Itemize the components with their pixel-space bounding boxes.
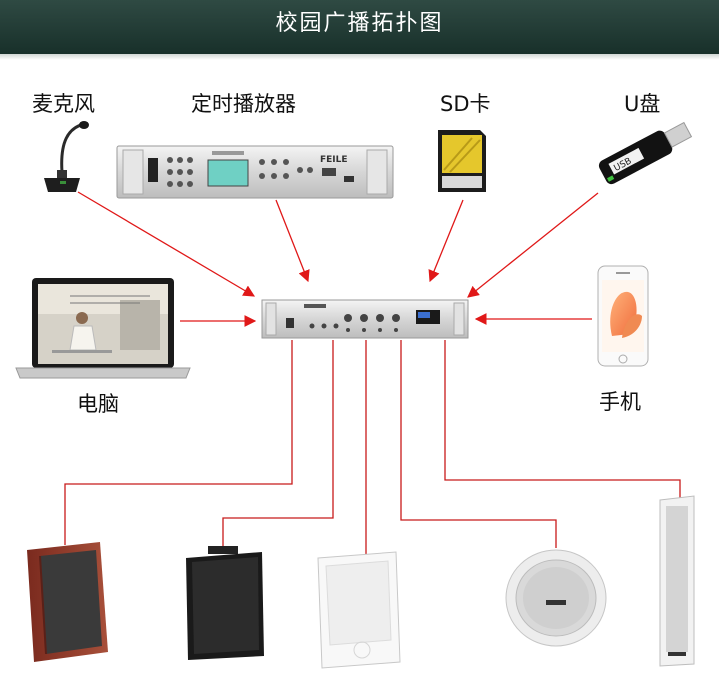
usb-drive-icon: USB [598, 121, 693, 185]
label-phone: 手机 [599, 390, 641, 414]
white-wall-speaker-icon [317, 551, 401, 669]
timer-player-icon: FEILE [116, 145, 394, 199]
line-to-black-speaker [222, 340, 334, 548]
arrow-player [275, 199, 310, 283]
player-brand: FEILE [320, 155, 348, 165]
arrow-microphone [77, 191, 256, 297]
output-lines [64, 340, 681, 558]
ceiling-speaker-icon [505, 549, 607, 647]
arrow-sd-card [428, 199, 464, 283]
diagram-title: 校园广播拓扑图 [275, 11, 444, 36]
microphone-icon [44, 121, 89, 192]
amplifier-icon [261, 299, 469, 339]
wooden-speaker-icon [27, 542, 108, 662]
laptop-icon [15, 278, 191, 379]
label-sd-card: SD卡 [440, 92, 491, 116]
label-microphone: 麦克风 [32, 92, 95, 116]
line-to-ceiling-speaker [400, 340, 557, 548]
title-banner: 校园广播拓扑图 [0, 0, 719, 54]
black-wall-speaker-icon [186, 546, 264, 660]
smartphone-icon [597, 265, 649, 367]
label-usb: U盘 [624, 92, 661, 116]
sd-card-icon [438, 130, 486, 192]
arrow-usb [467, 192, 599, 298]
column-speaker-icon [659, 495, 695, 667]
line-to-column-speaker [444, 340, 681, 498]
line-to-wooden-speaker [64, 340, 293, 545]
label-player: 定时播放器 [191, 92, 296, 116]
banner-shadow [0, 54, 719, 60]
signal-arrows [77, 191, 599, 327]
label-computer: 电脑 [77, 392, 119, 416]
